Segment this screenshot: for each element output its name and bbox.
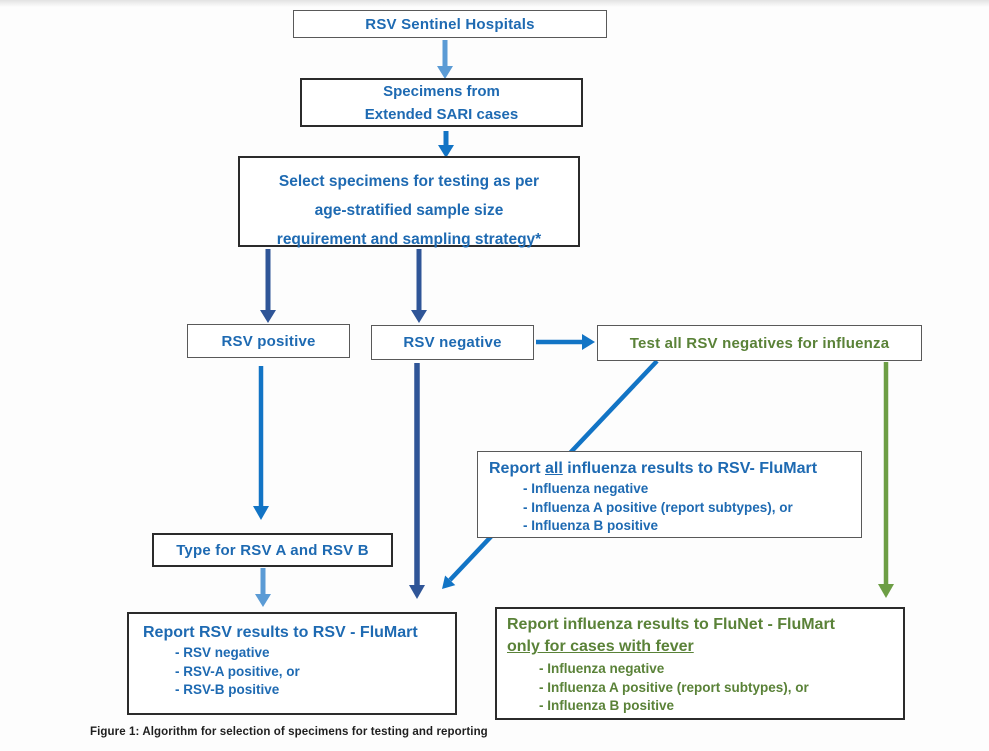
- node-rsv-sentinel-hospitals: RSV Sentinel Hospitals: [293, 10, 607, 38]
- arrow-select-to-rsv-negative: [411, 249, 427, 323]
- node-specimens-extended-sari: Specimens from Extended SARI cases: [300, 78, 583, 127]
- title-suffix: influenza results to RSV- FluMart: [562, 460, 818, 477]
- bullet-list: - Influenza negative - Influenza A posit…: [523, 480, 853, 536]
- arrow-rsv-positive-to-type: [253, 366, 269, 520]
- bullet-item: - Influenza negative: [523, 481, 649, 496]
- arrow-rsv-negative-to-test: [536, 334, 595, 350]
- node-label: RSV negative: [403, 334, 502, 351]
- node-label: Type for RSV A and RSV B: [176, 541, 369, 559]
- node-select-specimens: Select specimens for testing as per age-…: [238, 156, 580, 248]
- node-title-line1: Report influenza results to FluNet - Flu…: [507, 616, 836, 633]
- bullet-list: - RSV negative - RSV-A positive, or - RS…: [175, 644, 447, 700]
- title-prefix: Report: [489, 460, 545, 477]
- node-test-rsv-negatives: Test all RSV negatives for influenza: [597, 325, 922, 361]
- node-rsv-negative: RSV negative: [371, 325, 534, 360]
- node-line: Extended SARI cases: [364, 105, 519, 123]
- arrow-type-to-report-rsv: [255, 568, 271, 607]
- node-line: Select specimens for testing as per: [278, 173, 540, 190]
- figure-caption: Figure 1: Algorithm for selection of spe…: [90, 726, 488, 738]
- node-title: Report RSV results to RSV - FluMart: [143, 624, 418, 641]
- node-label: Test all RSV negatives for influenza: [629, 334, 890, 352]
- node-report-rsv-flumart: Report RSV results to RSV - FluMart - RS…: [127, 612, 457, 715]
- bullet-list: - Influenza negative - Influenza A posit…: [539, 660, 895, 716]
- bullet-item: - Influenza B positive: [523, 518, 659, 533]
- node-rsv-positive: RSV positive: [187, 324, 350, 358]
- page-top-edge: [0, 0, 989, 7]
- bullet-item: - Influenza B positive: [539, 698, 675, 713]
- node-label: RSV Sentinel Hospitals: [365, 15, 535, 33]
- bullet-item: - RSV negative: [175, 645, 270, 660]
- arrow-rsv-negative-to-report-rsv: [409, 363, 425, 599]
- node-title: Report all influenza results to RSV- Flu…: [489, 458, 853, 480]
- node-line: requirement and sampling strategy*: [276, 231, 542, 248]
- node-label: RSV positive: [221, 332, 316, 350]
- arrow-test-to-report-flunet: [878, 362, 894, 598]
- bullet-item: - Influenza A positive (report subtypes)…: [523, 499, 793, 515]
- node-title-line2: only for cases with fever: [507, 638, 694, 655]
- node-line: age-stratified sample size: [314, 202, 504, 219]
- bullet-item: - RSV-B positive: [175, 682, 280, 697]
- bullet-item: - RSV-A positive, or: [175, 663, 300, 679]
- node-report-flunet-flumart: Report influenza results to FluNet - Flu…: [495, 607, 905, 720]
- bullet-item: - Influenza A positive (report subtypes)…: [539, 679, 809, 695]
- node-report-influenza-flumart: Report all influenza results to RSV- Flu…: [477, 451, 862, 538]
- bullet-item: - Influenza negative: [539, 661, 665, 676]
- node-type-rsv-a-b: Type for RSV A and RSV B: [152, 533, 393, 567]
- node-line: Specimens from: [383, 82, 500, 100]
- title-underlined: all: [545, 460, 563, 477]
- arrow-specimens-to-select: [438, 131, 454, 158]
- arrow-select-to-rsv-positive: [260, 249, 276, 323]
- arrow-sentinel-to-specimens: [437, 40, 453, 79]
